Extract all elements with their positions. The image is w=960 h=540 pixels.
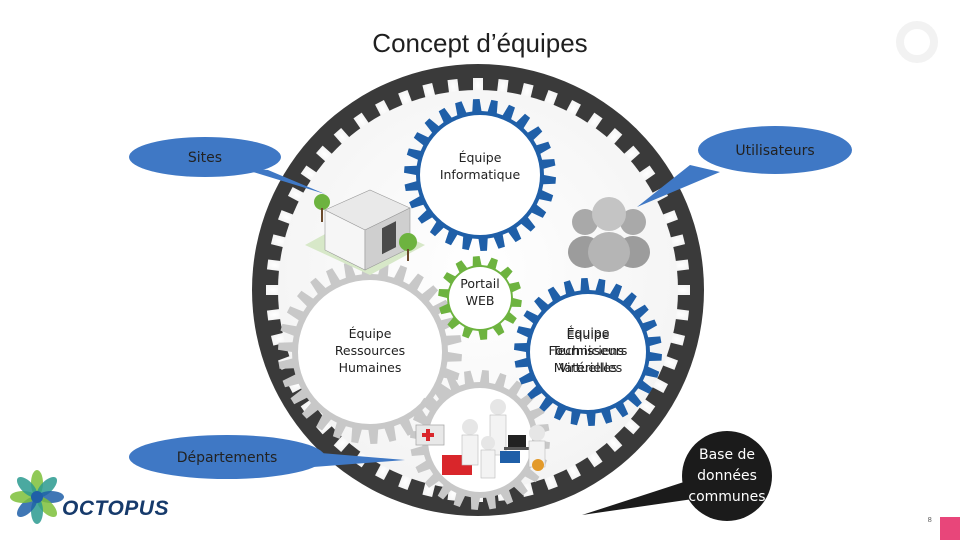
- gear-portal: [438, 256, 522, 340]
- database-line-1: Base de: [699, 447, 755, 463]
- gear-overlap-label-6: Virtuelles: [559, 360, 618, 375]
- gearOverlap-face: [530, 294, 646, 410]
- database-line-3: communes: [688, 489, 765, 505]
- gearHR-face: [298, 280, 442, 424]
- accent-bar: [940, 517, 960, 540]
- gear-overlap: [514, 278, 662, 426]
- gear-portal-label-2: WEB: [466, 293, 495, 308]
- page-title: Concept d’équipes: [372, 28, 588, 58]
- building-icon: [305, 189, 425, 275]
- callout-departments: Départements: [129, 435, 405, 479]
- callout-departments-label: Départements: [177, 450, 278, 466]
- database-line-2: données: [697, 468, 757, 484]
- logo-petal: [36, 496, 58, 518]
- logo-petal: [16, 496, 38, 518]
- gear-overlap-label-1: Équipe: [567, 325, 610, 340]
- gear-hr-label-3: Humaines: [339, 360, 402, 375]
- logo-petal: [36, 476, 58, 498]
- gear-hr: [278, 260, 462, 444]
- gear-overlap-label-5: Matérielles: [554, 360, 623, 375]
- medical-team-icon: [415, 399, 546, 479]
- callout-sites: Sites: [129, 137, 325, 194]
- logo-petal: [16, 476, 38, 498]
- callout-users-label: Utilisateurs: [735, 143, 814, 159]
- page-number: 8: [927, 516, 932, 524]
- gear-hr-label-1: Équipe: [349, 326, 392, 341]
- users-group-icon: [568, 197, 650, 272]
- gear-portal-label-1: Portail: [460, 276, 499, 291]
- gearIT-face: [420, 115, 540, 235]
- gear-overlap-label-2: Équipe: [567, 327, 610, 342]
- octopus-logo-icon: [10, 470, 64, 524]
- gear-overlap-label-3: Fournisseurs: [549, 343, 628, 358]
- decorative-ring: [896, 21, 938, 63]
- gear-overlap-label-4: Techniciens: [551, 343, 624, 358]
- gear-it-label-2: Informatique: [440, 167, 521, 182]
- ring-tooth: [473, 78, 483, 94]
- logo-wordmark: OCTOPUS: [62, 497, 169, 520]
- callout-sites-label: Sites: [188, 150, 222, 166]
- callout-users: Utilisateurs: [637, 126, 852, 207]
- gearPortal-face: [449, 267, 511, 329]
- callout-database: Base de données communes: [582, 431, 772, 521]
- gear-it: [404, 99, 556, 251]
- gear-it-label-1: Équipe: [459, 150, 502, 165]
- gear-hr-label-2: Ressources: [335, 343, 405, 358]
- ring-tooth: [266, 285, 282, 295]
- ring-tooth: [674, 285, 690, 295]
